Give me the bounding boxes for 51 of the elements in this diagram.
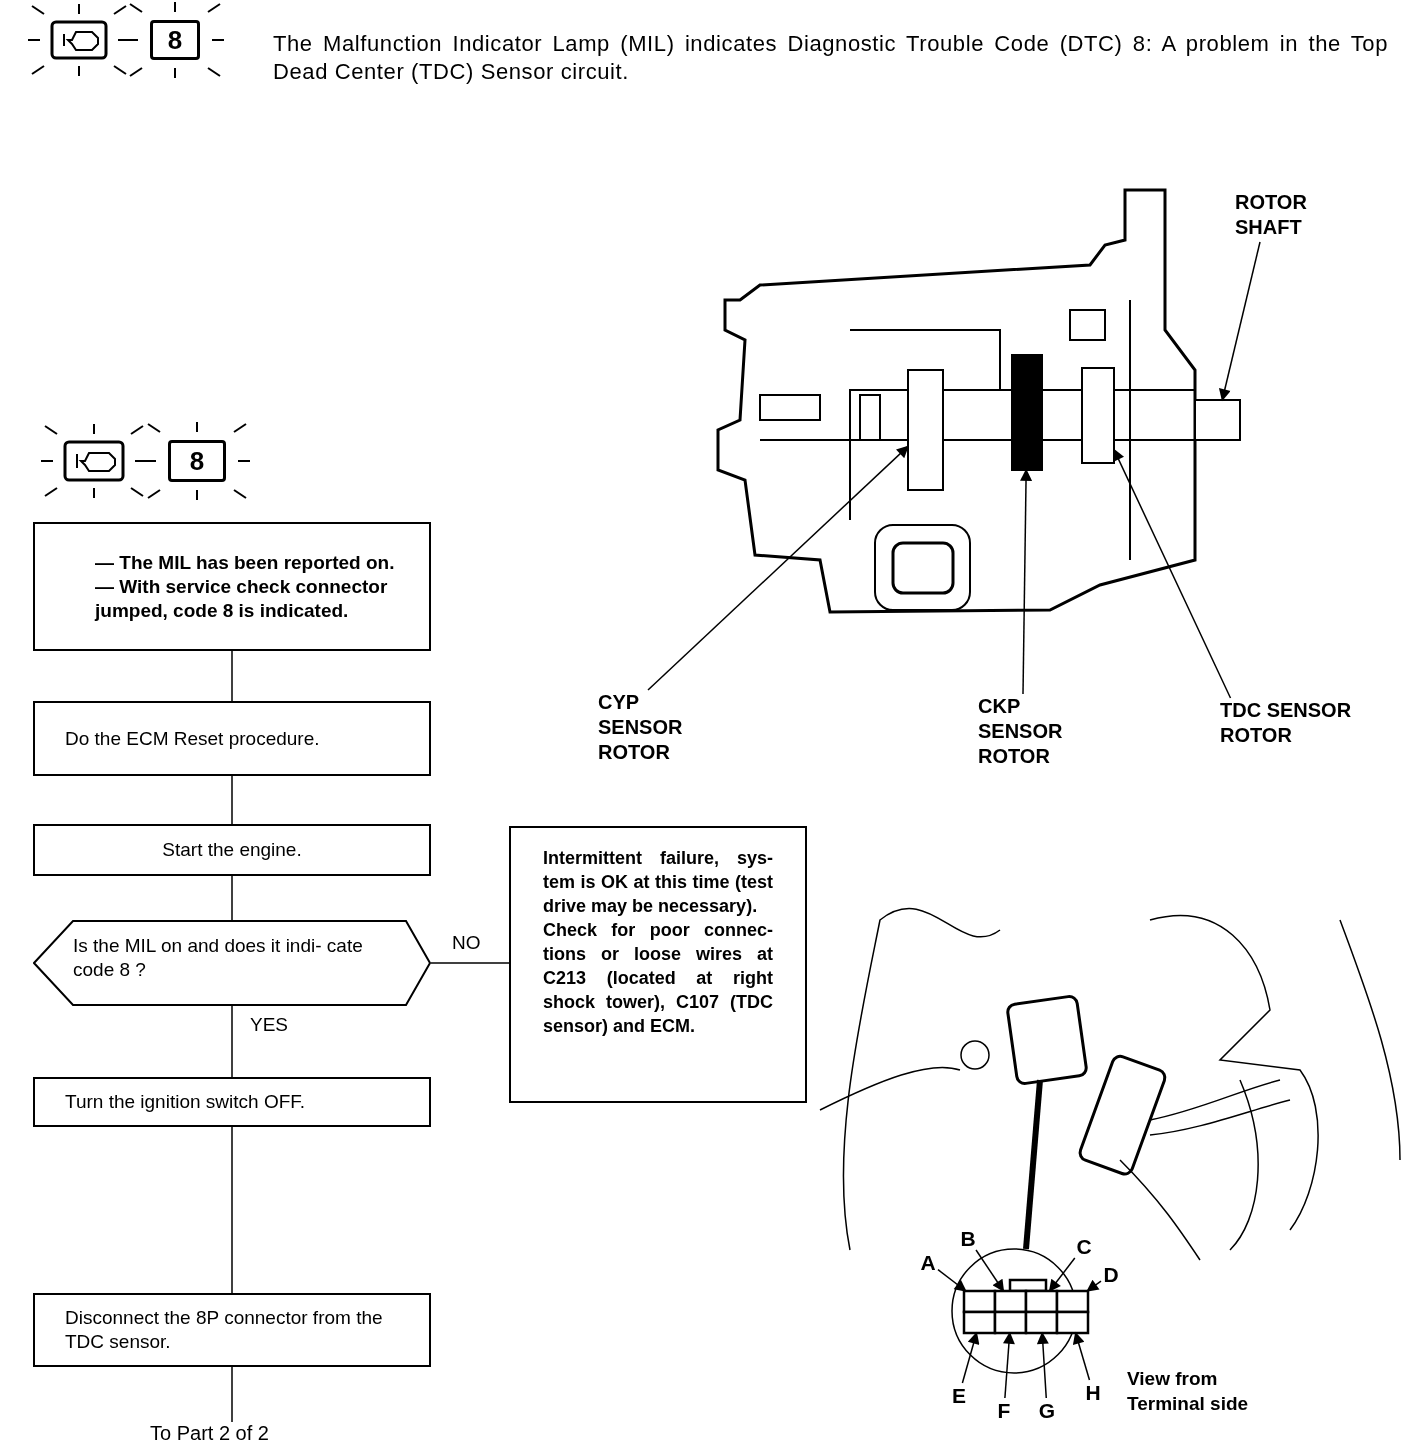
pin-letter: H <box>1082 1380 1104 1405</box>
connector-line <box>937 1268 967 1292</box>
sensor-rotor <box>1081 367 1115 464</box>
connector-line <box>1072 1331 1091 1381</box>
process-box: Do the ECM Reset procedure. <box>33 701 431 776</box>
connector-line <box>231 775 233 825</box>
pin-letter: F <box>993 1398 1015 1423</box>
part-label: CKP SENSOR ROTOR <box>978 694 1078 770</box>
connector-line <box>1020 468 1033 695</box>
sensor-rotor <box>907 369 944 491</box>
title-text: The Malfunction Indicator Lamp (MIL) indicates Diagnostic Trouble Code (DTC) 8: A problem in the Top Dead Center (TDC) Sensor circuit. <box>273 30 1388 86</box>
continuation-text: To Part 2 of 2 <box>150 1422 310 1450</box>
pin-letter: D <box>1101 1262 1121 1287</box>
pin-letter: A <box>918 1250 938 1275</box>
connector-line <box>1036 1331 1049 1399</box>
process-box: Start the engine. <box>33 824 431 876</box>
connector-line <box>231 1366 233 1423</box>
terminal-cell <box>962 1310 997 1335</box>
caption-text: View from Terminal side <box>1127 1367 1250 1416</box>
connector-line <box>231 650 233 702</box>
connector-line <box>430 962 510 964</box>
pin-letter: E <box>948 1383 970 1408</box>
connector-line <box>231 1126 233 1294</box>
part-label: ROTOR SHAFT <box>1235 190 1335 242</box>
connector-line <box>231 875 233 921</box>
pin-letter: B <box>958 1226 978 1251</box>
connector-line <box>1002 1331 1015 1399</box>
connector-line <box>647 445 909 691</box>
process-box: Turn the ignition switch OFF. <box>33 1077 431 1127</box>
rotor-shaft <box>1194 399 1241 441</box>
terminal-cell <box>1055 1289 1090 1314</box>
pin-letter: G <box>1036 1398 1058 1423</box>
part-label: TDC SENSOR ROTOR <box>1220 698 1370 750</box>
sensor-rotor <box>1011 354 1043 471</box>
connector-line <box>961 1331 980 1384</box>
decision-diamond: Is the MIL on and does it indi- cate code 8 ? <box>33 920 431 1006</box>
terminal-cell <box>1055 1310 1090 1335</box>
terminal-cell <box>1024 1310 1059 1335</box>
code-display: 8 <box>168 440 226 482</box>
part-label: CYP SENSOR ROTOR <box>598 690 698 766</box>
process-box: — The MIL has been reported on. — With service check connector jumped, code 8 is indicated. <box>33 522 431 651</box>
pin-letter: C <box>1074 1234 1094 1259</box>
connector-line <box>1218 241 1261 402</box>
process-box: Intermittent failure, sys- tem is OK at this time (test drive may be necessary). Check for poor connec- tions or loose wires at C213 (located at right shock tower), C107 (TDC sensor) and ECM. <box>509 826 807 1103</box>
connector-line <box>231 1005 233 1078</box>
connector-line <box>1113 448 1232 699</box>
terminal-cell <box>993 1310 1028 1335</box>
process-box: Disconnect the 8P connector from the TDC sensor. <box>33 1293 431 1367</box>
connector-line <box>1086 1279 1102 1292</box>
connector-line <box>1048 1257 1076 1292</box>
code-display: 8 <box>150 20 200 60</box>
